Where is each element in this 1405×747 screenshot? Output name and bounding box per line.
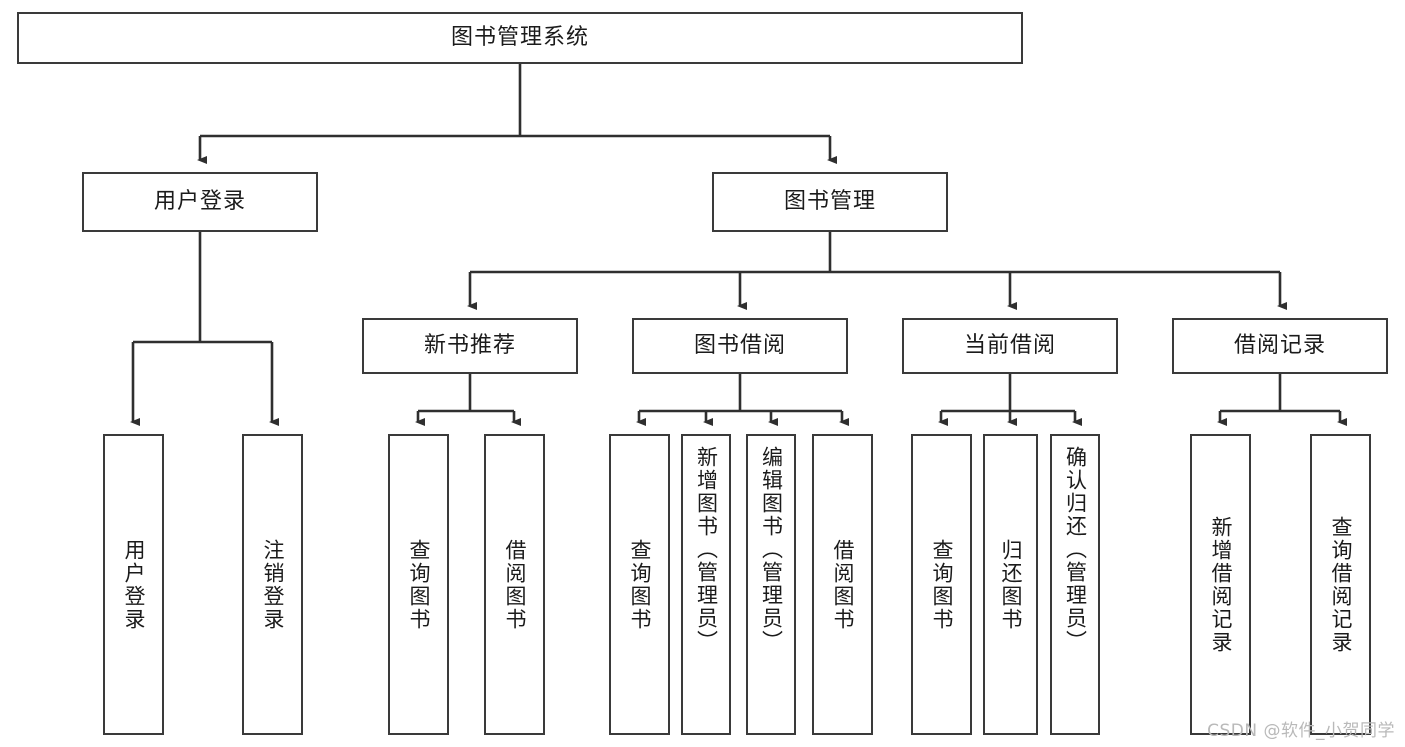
node-book-borrow[interactable]: 图书借阅 bbox=[632, 318, 848, 374]
node-leaf-add-book-label: 新增图书（管理员） bbox=[694, 446, 719, 653]
node-leaf-return-book-label: 归还图书 bbox=[999, 538, 1024, 631]
node-leaf-query-book-1-label: 查询图书 bbox=[407, 538, 432, 631]
node-borrow-record[interactable]: 借阅记录 bbox=[1172, 318, 1388, 374]
node-current-borrow-label: 当前借阅 bbox=[963, 333, 1056, 359]
node-leaf-user-login-label: 用户登录 bbox=[122, 538, 147, 631]
node-new-book-rec[interactable]: 新书推荐 bbox=[362, 318, 578, 374]
node-book-manage[interactable]: 图书管理 bbox=[712, 172, 948, 232]
node-leaf-borrow-book-2[interactable]: 借阅图书 bbox=[812, 434, 873, 735]
node-leaf-query-book-3[interactable]: 查询图书 bbox=[911, 434, 972, 735]
node-root-label: 图书管理系统 bbox=[450, 25, 589, 51]
node-current-borrow[interactable]: 当前借阅 bbox=[902, 318, 1118, 374]
node-borrow-record-label: 借阅记录 bbox=[1233, 333, 1326, 359]
node-leaf-user-login[interactable]: 用户登录 bbox=[103, 434, 164, 735]
node-user-login[interactable]: 用户登录 bbox=[82, 172, 318, 232]
node-leaf-query-book-2-label: 查询图书 bbox=[628, 538, 653, 631]
node-leaf-add-record[interactable]: 新增借阅记录 bbox=[1190, 434, 1251, 735]
node-leaf-query-book-1[interactable]: 查询图书 bbox=[388, 434, 449, 735]
node-book-manage-label: 图书管理 bbox=[783, 189, 876, 215]
node-root[interactable]: 图书管理系统 bbox=[17, 12, 1023, 64]
node-leaf-logout-label: 注销登录 bbox=[261, 538, 286, 631]
node-leaf-borrow-book-1[interactable]: 借阅图书 bbox=[484, 434, 545, 735]
node-leaf-return-book[interactable]: 归还图书 bbox=[983, 434, 1038, 735]
node-leaf-query-record-label: 查询借阅记录 bbox=[1329, 515, 1354, 654]
node-new-book-rec-label: 新书推荐 bbox=[423, 333, 516, 359]
node-leaf-add-book[interactable]: 新增图书（管理员） bbox=[681, 434, 731, 735]
node-leaf-edit-book[interactable]: 编辑图书（管理员） bbox=[746, 434, 796, 735]
node-leaf-borrow-book-1-label: 借阅图书 bbox=[503, 538, 528, 631]
node-leaf-query-book-2[interactable]: 查询图书 bbox=[609, 434, 670, 735]
node-leaf-confirm-return-label: 确认归还（管理员） bbox=[1063, 446, 1088, 653]
node-leaf-logout[interactable]: 注销登录 bbox=[242, 434, 303, 735]
node-leaf-confirm-return[interactable]: 确认归还（管理员） bbox=[1050, 434, 1100, 735]
node-leaf-add-record-label: 新增借阅记录 bbox=[1209, 515, 1234, 654]
node-leaf-edit-book-label: 编辑图书（管理员） bbox=[759, 446, 784, 653]
node-leaf-query-book-3-label: 查询图书 bbox=[930, 538, 955, 631]
node-book-borrow-label: 图书借阅 bbox=[693, 333, 786, 359]
node-leaf-borrow-book-2-label: 借阅图书 bbox=[831, 538, 856, 631]
node-user-login-label: 用户登录 bbox=[153, 189, 246, 215]
watermark-text: CSDN @软件_小贺同学 bbox=[1207, 721, 1395, 741]
node-leaf-query-record[interactable]: 查询借阅记录 bbox=[1310, 434, 1371, 735]
